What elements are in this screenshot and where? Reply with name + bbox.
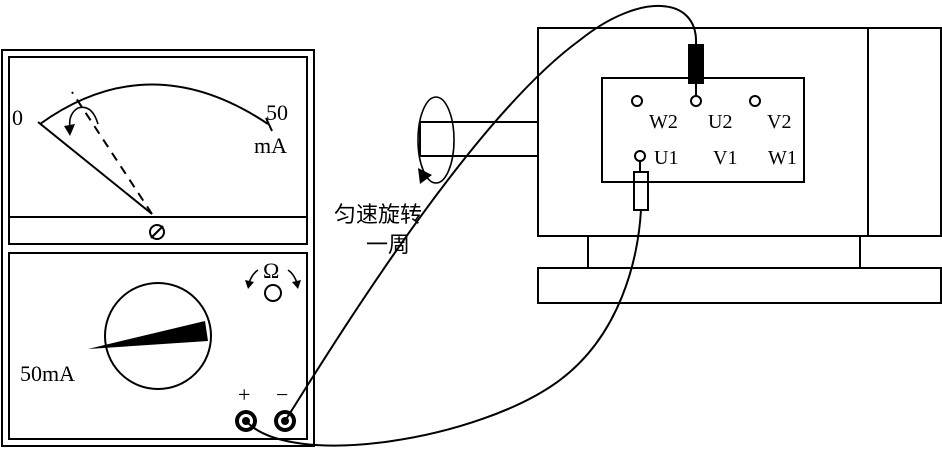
terminal-label-w2: W2 [649,111,678,133]
rotation-label-line1: 匀速旋转 [334,203,422,228]
terminal-w2[interactable] [631,95,643,107]
rotation-arrowhead-icon [418,168,432,184]
terminal-u1[interactable] [634,150,646,162]
probe-clip-black[interactable] [688,44,704,84]
motor-body [537,27,942,237]
terminal-v2[interactable] [749,95,761,107]
rotation-indicator-icon [417,96,455,184]
range-selector-dial[interactable] [104,282,212,390]
terminal-label-u1: U1 [654,147,678,169]
motor-shaft[interactable] [419,121,539,157]
meter-scale-zero: 0 [12,105,23,130]
meter-display-window [8,56,308,245]
probe-clip-white[interactable] [633,171,649,211]
ohm-adjust-knob[interactable] [264,284,282,302]
terminal-label-v1: V1 [713,147,737,169]
terminal-u2[interactable] [690,95,702,107]
minus-jack-label: − [276,382,288,407]
pointer-swing-icon [68,106,99,129]
terminal-label-w1: W1 [768,147,797,169]
meter-outer-case [1,49,315,447]
wire-minus-to-u2[interactable] [284,5,698,422]
terminal-row-top: W2 U2 V2 [631,95,791,133]
terminal-label-u2: U2 [708,111,732,133]
terminal-row-bottom: U1 V1 W1 [634,147,797,169]
meter-scale-max: 50 [266,100,288,125]
wire-plus-to-u1[interactable] [245,209,642,447]
plus-jack-label: + [238,382,250,407]
ohm-adjust-right-arrow-icon [287,269,298,284]
meter-scale-unit: mA [254,133,287,158]
ohm-label: Ω [263,258,279,283]
ohm-adjust-left-arrowhead-icon [245,280,254,289]
rotation-label-line2: 一周 [366,233,410,258]
meter-pointer-deflected [71,91,153,215]
motor-base [537,267,942,304]
meter-control-panel [8,252,308,440]
ohm-adjust-left-arrow-icon [248,269,259,284]
range-selector-pointer [88,321,208,349]
ohm-adjust-right-arrowhead-icon [292,280,301,289]
pointer-swing-arrowhead-icon [64,124,75,136]
zero-adjust-screw-icon[interactable] [149,224,165,240]
meter-scale-end-tick [265,117,273,132]
range-label: 50mA [20,361,75,386]
motor-mount [587,235,861,269]
multimeter: 0 50 mA Ω 50mA + − [1,49,315,447]
terminal-label-v2: V2 [767,111,791,133]
meter-scale-arc [39,83,269,125]
meter-pointer [37,121,153,215]
motor: 匀速旋转 一周 W2 U2 V2 U1 V1 W1 [334,27,942,304]
